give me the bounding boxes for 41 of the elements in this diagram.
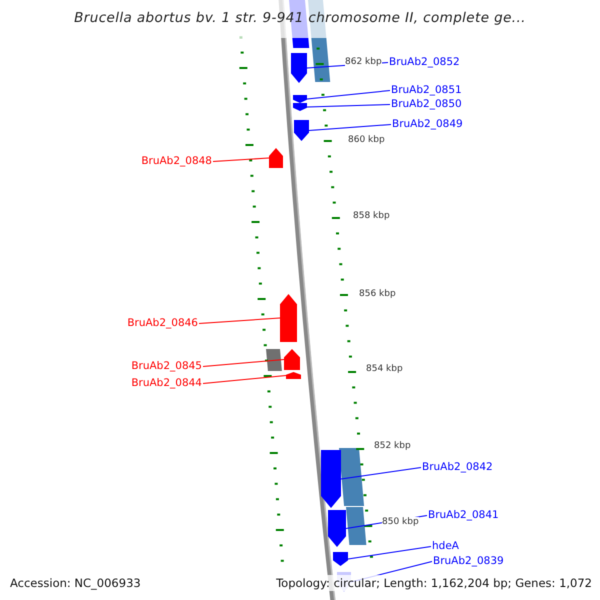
genome-summary-text: Topology: circular; Length: 1,162,204 bp; Genes: 1,072 [276,575,592,591]
title: Brucella abortus bv. 1 str. 9-941 chromosome II, complete ge... [73,9,527,27]
gene-feature [280,294,297,342]
scale-label: 850 kbp [382,517,419,528]
gene-feature [293,95,307,103]
gene-feature [269,148,283,168]
gene-label: BruAb2_0848 [141,155,212,168]
gene-label: BruAb2_0852 [389,56,460,69]
accession-text: Accession: NC_006933 [10,575,141,591]
scale-label: 852 kbp [374,441,411,452]
gene-label: hdeA [432,540,459,553]
leader-line [348,546,432,560]
leader-line [306,104,390,108]
gene-feature [333,552,348,566]
gene-label: BruAb2_0845 [131,360,202,373]
gene-label: BruAb2_0849 [392,118,463,131]
gene-feature [294,120,309,141]
gene-feature [293,103,307,111]
gene-feature [321,450,341,508]
scale-label: 856 kbp [359,289,396,300]
gene-label: BruAb2_0851 [391,84,462,97]
scale-label: 858 kbp [353,211,390,222]
gene-label: BruAb2_0841 [428,509,499,522]
gene-label: BruAb2_0850 [391,98,462,111]
scale-label: 854 kbp [366,364,403,375]
scale-label: 860 kbp [348,135,385,146]
leader-line [308,124,392,131]
gene-feature [286,372,301,379]
gene-label: BruAb2_0844 [131,377,202,390]
gene-label: BruAb2_0842 [422,461,493,474]
leader-line [306,90,390,100]
leader-line [340,467,422,480]
leader-line [202,375,286,384]
gene-label: BruAb2_0846 [127,317,198,330]
leader-line [202,359,284,367]
gene-feature [328,510,346,547]
gene-feature [284,349,300,370]
scale-label: 862 kbp [345,57,382,68]
leader-line [212,158,270,162]
leader-line [198,318,280,324]
gene-label: BruAb2_0839 [433,555,504,568]
